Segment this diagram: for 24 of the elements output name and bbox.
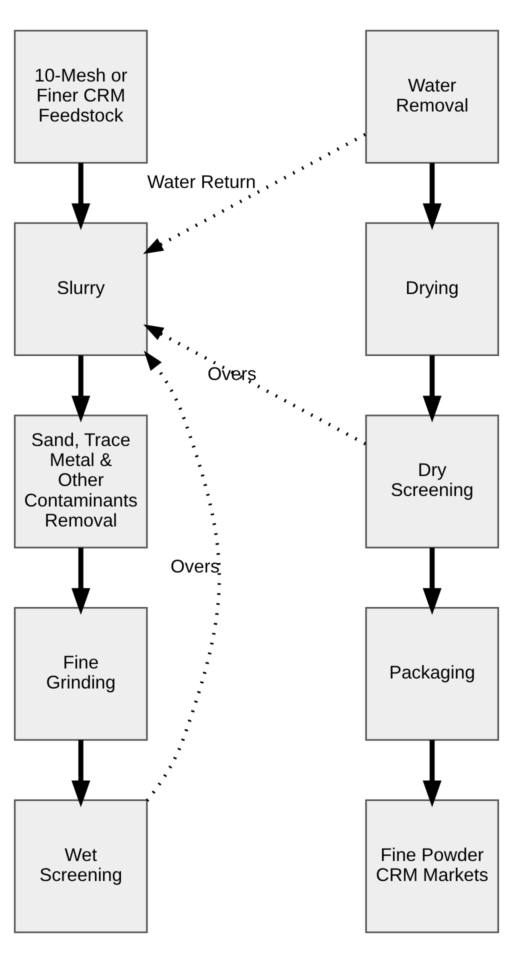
arrow [422,740,442,807]
node-box: Fine Grinding [14,606,148,740]
node-box: Packaging [365,606,500,740]
node-box: Water Removal [365,29,500,164]
node-box: Fine Powder CRM Markets [365,798,500,933]
node-box: 10-Mesh or Finer CRM Feedstock [14,29,148,164]
arrow [71,354,90,422]
arrow [71,547,90,614]
arrow [143,324,366,445]
arrow [422,354,442,422]
edge-label: Overs [170,554,220,576]
edge-label: Water Return [147,170,256,192]
arrow [71,162,90,230]
arrow [422,547,442,614]
node-box: Wet Screening [14,798,148,933]
node-box: Sand, Trace Metal & Other Contaminants Removal [14,414,148,548]
arrow [422,162,442,230]
node-box: Drying [365,222,500,356]
node-box: Dry Screening [365,414,500,548]
node-box: Slurry [14,222,148,356]
arrow [71,740,90,807]
arrow [144,350,221,802]
edge-label: Overs [207,362,257,384]
arrow [143,132,366,254]
